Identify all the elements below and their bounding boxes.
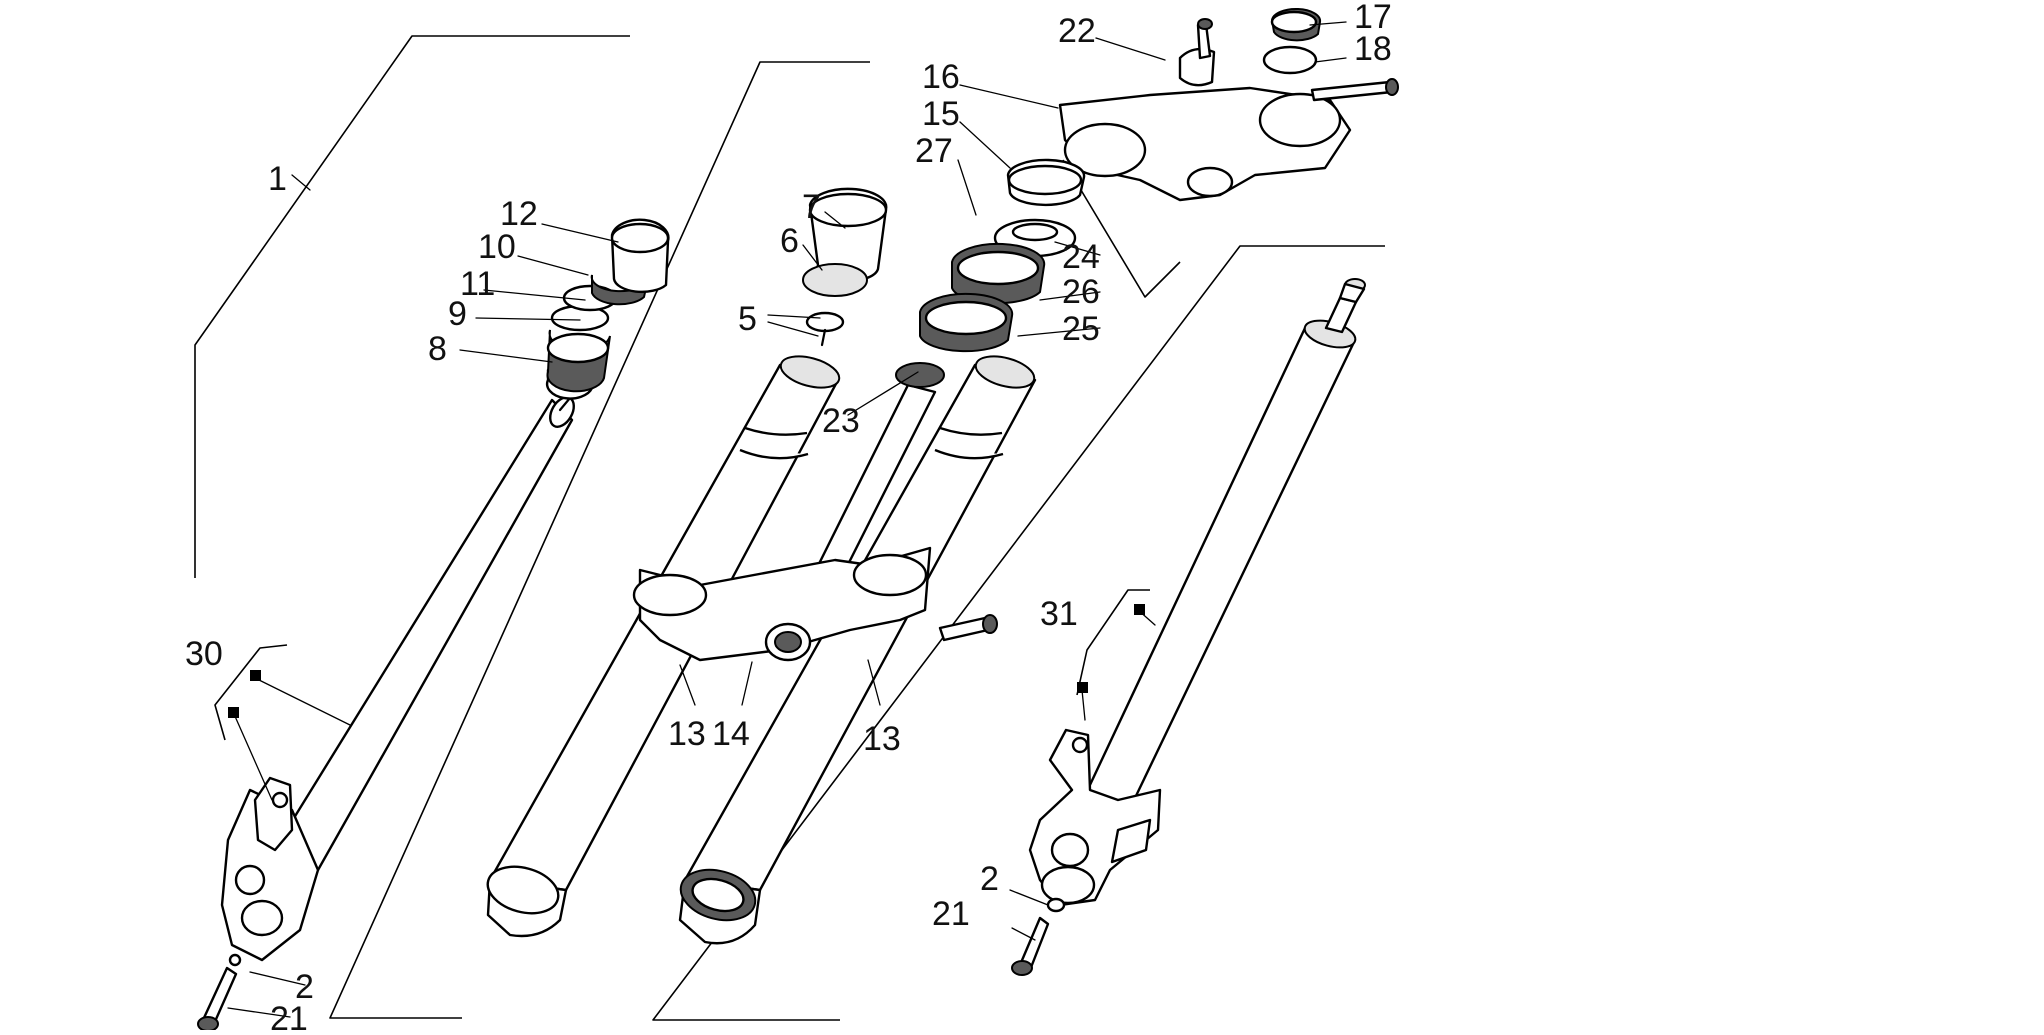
callout-label: 12 [500, 195, 538, 233]
callout-label: 18 [1354, 30, 1392, 68]
marker-square [250, 670, 261, 681]
callout-label: 11 [460, 265, 495, 303]
left-fork-leg [197, 396, 575, 1032]
callout-label: 8 [428, 330, 447, 368]
upper-yoke [1058, 7, 1399, 202]
callout-label: 10 [478, 228, 516, 266]
callout-label: 7 [802, 188, 821, 226]
callout-label: 31 [1040, 595, 1078, 633]
bracket-30 [214, 644, 288, 741]
callout-label: 30 [185, 635, 223, 673]
bracket-left-group [194, 35, 630, 578]
marker-square [1077, 682, 1088, 693]
bracket-31 [1076, 589, 1150, 696]
callout-label: 24 [1062, 238, 1100, 276]
callout-label: 15 [922, 95, 960, 133]
callout-label: 16 [922, 58, 960, 96]
callout-label: 26 [1062, 273, 1100, 311]
marker-square [1134, 604, 1145, 615]
callout-label: 21 [270, 1000, 308, 1030]
bearing-stack [919, 158, 1086, 353]
callout-label: 6 [780, 222, 799, 260]
callout-label: 2 [980, 860, 999, 898]
callout-label: 13 [668, 715, 706, 753]
bracket-steering-group [1062, 159, 1181, 298]
callout-label: 27 [915, 132, 953, 170]
callout-label: 5 [738, 300, 757, 338]
callout-label: 9 [448, 295, 467, 333]
right-stanchion-tube [1063, 326, 1357, 852]
middle-stem-parts [802, 187, 888, 347]
bracket-middle-group [329, 61, 870, 1019]
callout-label: 2 [295, 968, 314, 1006]
callout-labels: 1 2 2 5 6 7 8 9 10 11 12 13 13 14 15 16 … [185, 0, 1392, 1035]
callout-label: 13 [863, 720, 901, 758]
callout-label: 25 [1062, 310, 1100, 348]
callout-label: 14 [712, 715, 750, 753]
left-rod-stack [545, 218, 670, 412]
middle-fork-assembly [486, 355, 1037, 945]
callout-label: 22 [1058, 12, 1096, 50]
callout-label: 23 [822, 402, 860, 440]
marker-square [228, 707, 239, 718]
leader-lines [227, 21, 1347, 1018]
callout-label: 17 [1354, 0, 1392, 36]
callout-label: 21 [932, 895, 970, 933]
left-stanchion-tube [266, 398, 574, 872]
callout-label: 1 [268, 160, 287, 198]
right-fork-leg [1011, 278, 1366, 976]
